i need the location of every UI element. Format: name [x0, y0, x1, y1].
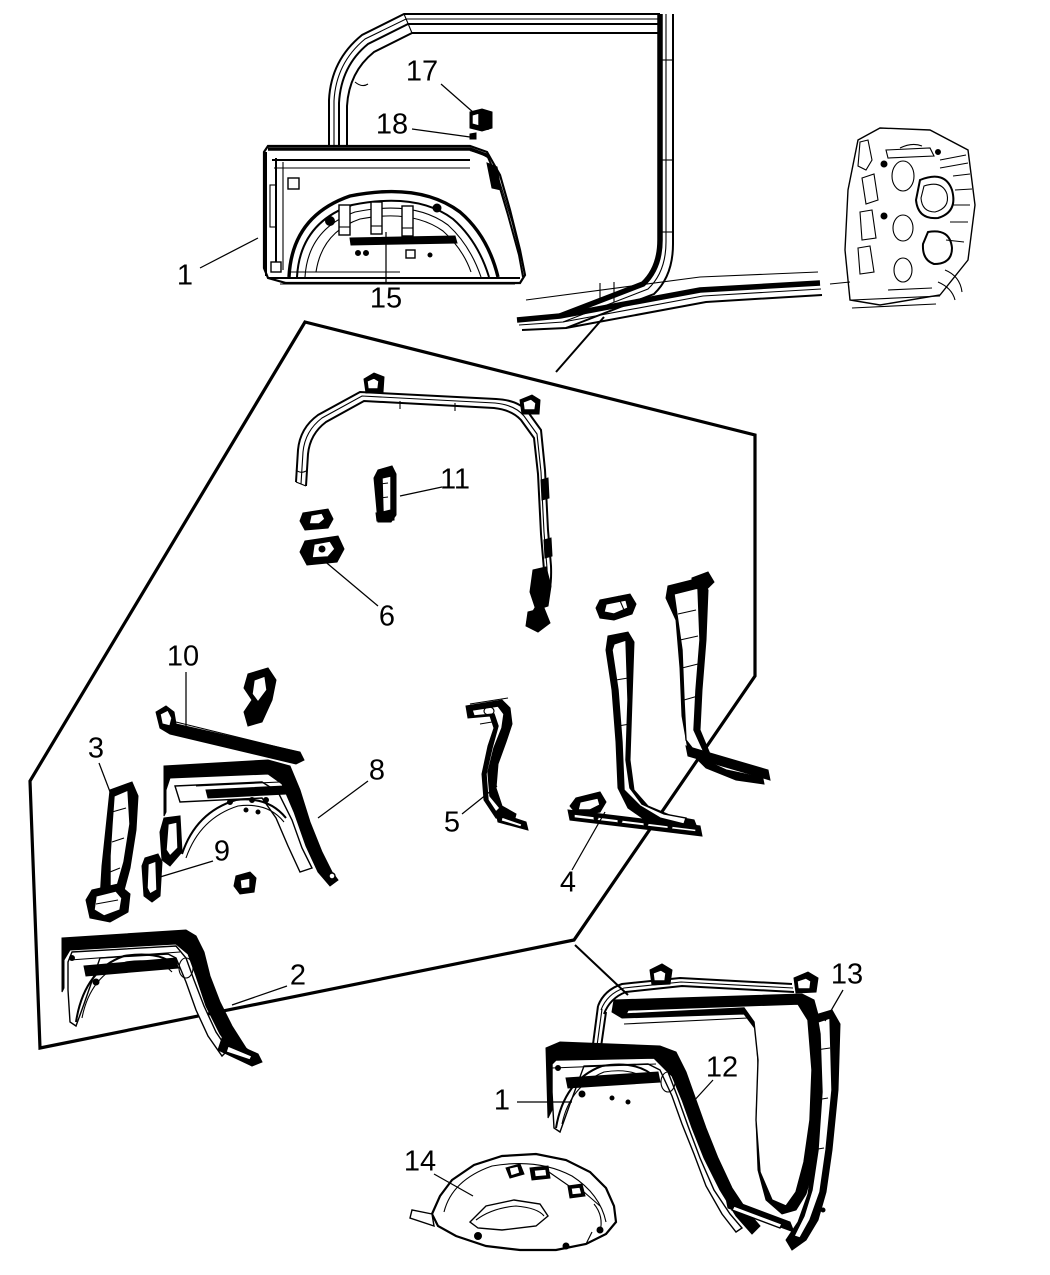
callout-number-label: 5: [444, 807, 460, 839]
callout-5: 5: [444, 785, 498, 839]
callout-number-label: 14: [404, 1146, 436, 1178]
part-6-pads: [299, 508, 345, 566]
callout-number-label: 10: [167, 641, 199, 673]
detail-box-boundary: [28, 320, 757, 1050]
bracket-upper-detail: [243, 667, 277, 727]
callout-layer: 1 17 18 15 11 6 10 3 8 9 5 4 2 13 12 1 14: [88, 56, 863, 1197]
callout-number-label: 11: [440, 464, 470, 496]
callout-11: 11: [399, 464, 470, 497]
callout-8: 8: [317, 755, 385, 819]
callout-number-label: 1: [494, 1085, 510, 1117]
callout-number-label: 15: [370, 283, 402, 315]
pointer-top-to-box: [555, 316, 605, 373]
clip-small-detail: [233, 871, 257, 895]
callout-leader-line: [98, 762, 113, 798]
part-3-reinforcement: [99, 781, 139, 909]
exploded-parts-group: [61, 372, 771, 1067]
top-assembly-group: [262, 13, 976, 331]
part-1-lower-quarter-panel: [545, 1041, 795, 1235]
part-9-strip: [141, 853, 163, 903]
pointer-box-to-bottom: [574, 944, 629, 996]
callout-9: 9: [159, 836, 230, 878]
pillar-structure-right: [665, 571, 771, 785]
callout-number-label: 17: [406, 56, 438, 88]
callout-leader-line: [461, 785, 498, 815]
lower-sill-rail: [516, 271, 823, 331]
callout-leader-line: [571, 811, 606, 871]
callout-1: 1: [177, 237, 259, 292]
callout-18: 18: [376, 109, 471, 141]
part-8-wheelhouse-arch: [159, 759, 339, 887]
part-4-b-pillar-inner: [567, 631, 703, 837]
bottom-right-assembly: [409, 963, 841, 1252]
callout-leader-line: [411, 128, 471, 138]
cowl-structure-detail: [829, 127, 976, 309]
callout-number-label: 2: [290, 960, 306, 992]
callout-6: 6: [321, 558, 395, 633]
roll-bar-frame: [295, 372, 553, 633]
callout-number-label: 6: [379, 601, 395, 633]
callout-13: 13: [824, 959, 863, 1022]
part-13-rear-pillar-outer: [785, 1009, 841, 1251]
quarter-panel-outer: [262, 144, 527, 285]
bracket-lower-left: [85, 883, 131, 923]
part-2-quarter-inner: [61, 929, 263, 1067]
callout-leader-line: [691, 1079, 714, 1104]
callout-number-label: 1: [177, 260, 193, 292]
callout-number-label: 4: [560, 867, 576, 899]
callout-leader-line: [321, 558, 379, 607]
part-18-screw: [469, 132, 477, 140]
part-11-bracket: [373, 465, 397, 523]
part-10-rail-bar: [155, 705, 305, 765]
roof-frame-right-pillar: [559, 14, 674, 329]
callout-number-label: 12: [706, 1052, 738, 1084]
callout-leader-line: [433, 1173, 474, 1197]
part-17-clip: [469, 108, 493, 132]
callout-leader-line: [159, 860, 214, 878]
callout-15: 15: [370, 232, 402, 315]
callout-number-label: 9: [214, 836, 230, 868]
callout-leader-line: [317, 780, 369, 819]
callout-leader-line: [440, 83, 475, 114]
callout-number-label: 3: [88, 733, 104, 765]
callout-1: 1: [494, 1085, 572, 1117]
callout-14: 14: [404, 1146, 474, 1197]
part-14-wheelhouse-liner: [409, 1152, 618, 1252]
callout-number-label: 13: [831, 959, 863, 991]
callout-3: 3: [88, 733, 113, 798]
callout-2: 2: [231, 960, 306, 1006]
callout-12: 12: [691, 1052, 738, 1104]
callout-leader-line: [399, 486, 443, 497]
part-5-a-pillar-lower: [465, 697, 529, 831]
callout-number-label: 18: [376, 109, 408, 141]
callout-4: 4: [560, 811, 606, 899]
callout-17: 17: [406, 56, 475, 114]
callout-leader-line: [824, 989, 844, 1022]
bracket-above-part-4: [595, 593, 637, 621]
callout-number-label: 8: [369, 755, 385, 787]
callout-leader-line: [231, 985, 288, 1006]
callout-10: 10: [167, 641, 199, 727]
callout-leader-line: [199, 237, 259, 269]
